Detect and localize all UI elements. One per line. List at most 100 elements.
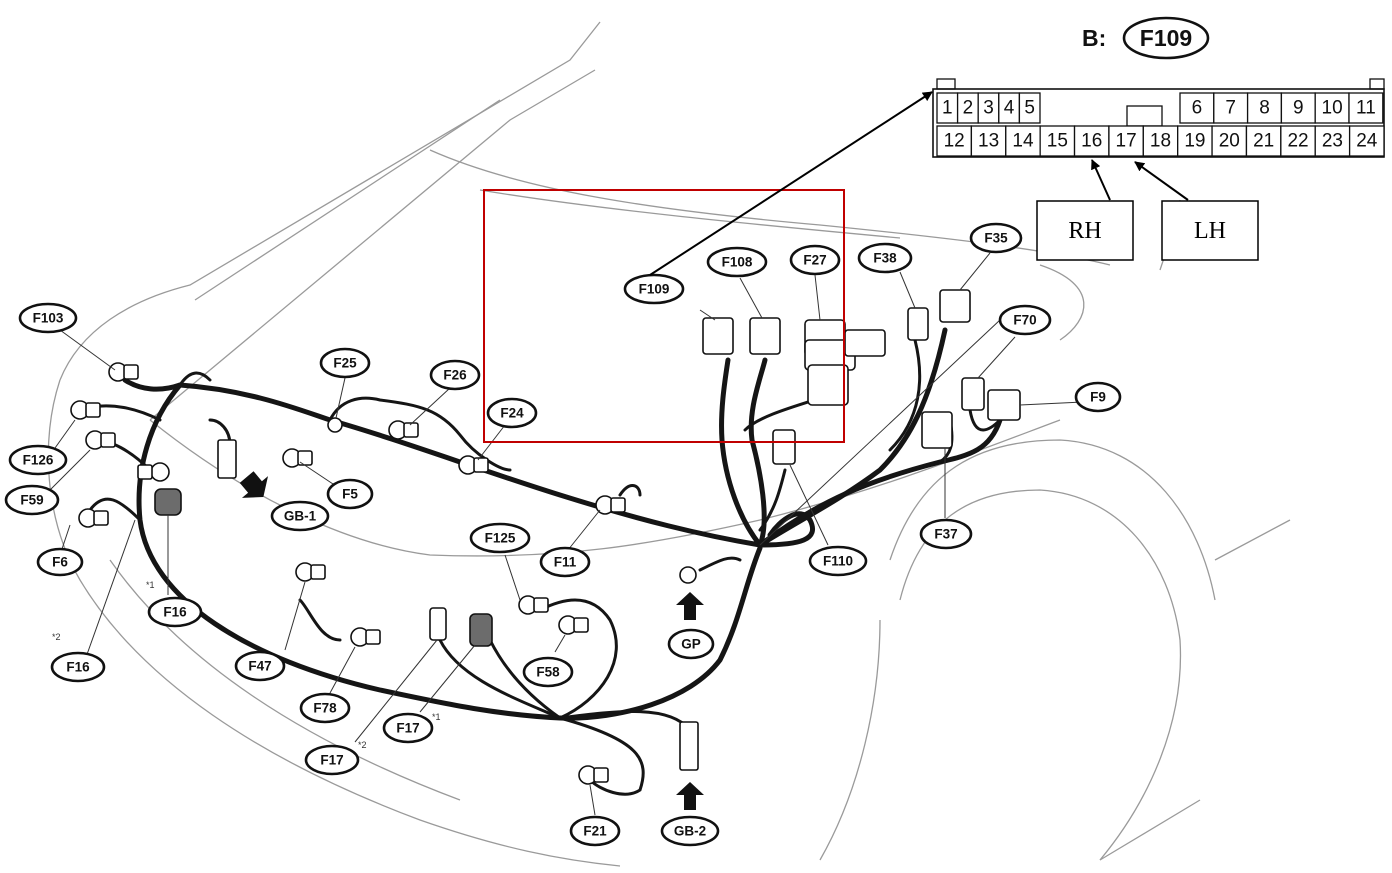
lh-callout: LH: [1161, 200, 1259, 261]
harness-connectors: [70, 289, 1021, 785]
label-f126: F126: [8, 444, 68, 476]
label-f47: F47: [234, 650, 286, 682]
pin-8: 8: [1246, 92, 1283, 124]
rh-callout: RH: [1036, 200, 1134, 261]
label-f21: F21: [569, 815, 621, 847]
pin-9: 9: [1280, 92, 1316, 124]
svg-text:F11: F11: [554, 555, 577, 570]
svg-text:F6: F6: [52, 555, 68, 570]
svg-text:F24: F24: [500, 406, 524, 421]
svg-text:11: 11: [1356, 98, 1376, 119]
svg-text:F70: F70: [1013, 313, 1036, 328]
label-f26: F26: [429, 359, 481, 391]
label-f59: F59: [4, 484, 60, 516]
svg-text:F16: F16: [66, 660, 90, 675]
svg-text:12: 12: [944, 131, 965, 152]
svg-text:F110: F110: [823, 554, 853, 569]
label-f110: F110: [808, 545, 868, 577]
pin-13: 13: [970, 125, 1007, 157]
svg-text:24: 24: [1356, 131, 1378, 152]
svg-text:RH: RH: [1068, 218, 1101, 244]
svg-text:9: 9: [1293, 98, 1304, 119]
svg-text:8: 8: [1259, 98, 1270, 119]
svg-text:18: 18: [1150, 131, 1171, 152]
label-gb1: GB-1: [270, 500, 330, 532]
svg-text:22: 22: [1287, 131, 1308, 152]
svg-text:F126: F126: [23, 453, 54, 468]
svg-text:10: 10: [1322, 98, 1343, 119]
pin-19: 19: [1177, 125, 1213, 157]
svg-text:F108: F108: [722, 255, 753, 270]
svg-text:F47: F47: [248, 659, 271, 674]
pin-3: 3: [977, 92, 1000, 124]
label-f24: F24: [486, 397, 538, 429]
pin-1: 1: [936, 92, 959, 124]
label-f103: F103: [18, 302, 78, 334]
svg-text:1: 1: [942, 98, 953, 119]
svg-text:F26: F26: [443, 368, 467, 383]
pin-2: 2: [956, 92, 979, 124]
label-f16-b: F16: [50, 651, 106, 683]
svg-text:2: 2: [963, 98, 974, 119]
label-f27: F27: [789, 244, 841, 276]
svg-text:23: 23: [1322, 131, 1343, 152]
svg-text:13: 13: [978, 131, 999, 152]
pin-6: 6: [1179, 92, 1215, 124]
pin-23: 23: [1314, 125, 1351, 157]
label-f125: F125: [469, 522, 531, 554]
connector-name-oval: [1122, 16, 1210, 60]
label-f38: F38: [857, 242, 913, 274]
svg-text:F5: F5: [342, 487, 358, 502]
svg-text:F16: F16: [163, 605, 187, 620]
note-star2-b: *2: [358, 740, 367, 750]
label-f70: F70: [998, 304, 1052, 336]
svg-text:14: 14: [1012, 131, 1034, 152]
pin-11: 11: [1348, 92, 1384, 124]
label-f6: F6: [36, 547, 84, 577]
pin-24: 24: [1348, 125, 1385, 157]
svg-text:4: 4: [1004, 98, 1015, 119]
pin-18: 18: [1142, 125, 1179, 157]
svg-text:F17: F17: [320, 753, 343, 768]
label-f58: F58: [522, 656, 574, 688]
label-f17-a: F17: [382, 712, 434, 744]
pin-5: 5: [1018, 92, 1041, 124]
svg-text:GB-2: GB-2: [674, 824, 706, 839]
label-f25: F25: [319, 347, 371, 379]
note-star1-b: *1: [432, 712, 441, 722]
svg-text:7: 7: [1225, 98, 1236, 119]
svg-text:F35: F35: [984, 231, 1008, 246]
svg-text:F38: F38: [873, 251, 897, 266]
svg-text:LH: LH: [1194, 218, 1226, 244]
svg-text:GB-1: GB-1: [284, 509, 317, 524]
connector-name: F109: [1140, 25, 1192, 51]
label-f17-b: F17: [304, 744, 360, 776]
svg-text:17: 17: [1116, 131, 1137, 152]
svg-text:F17: F17: [396, 721, 419, 736]
pin-7: 7: [1213, 92, 1249, 124]
svg-text:F21: F21: [583, 824, 607, 839]
label-gb2: GB-2: [660, 815, 720, 847]
pin-22: 22: [1280, 125, 1316, 157]
pin-4: 4: [998, 92, 1021, 124]
connector-prefix: B:: [1082, 25, 1106, 51]
svg-text:F9: F9: [1090, 390, 1106, 405]
svg-text:19: 19: [1184, 131, 1205, 152]
label-f5: F5: [326, 478, 374, 510]
label-f78: F78: [299, 692, 351, 724]
svg-text:6: 6: [1192, 98, 1203, 119]
label-f35: F35: [969, 222, 1023, 254]
pin-15: 15: [1039, 125, 1076, 157]
svg-text:F58: F58: [536, 665, 560, 680]
svg-text:20: 20: [1219, 131, 1240, 152]
pin-10: 10: [1314, 92, 1350, 124]
svg-text:F59: F59: [20, 493, 43, 508]
svg-text:F27: F27: [803, 253, 826, 268]
label-f11: F11: [539, 546, 591, 578]
svg-text:F78: F78: [313, 701, 337, 716]
